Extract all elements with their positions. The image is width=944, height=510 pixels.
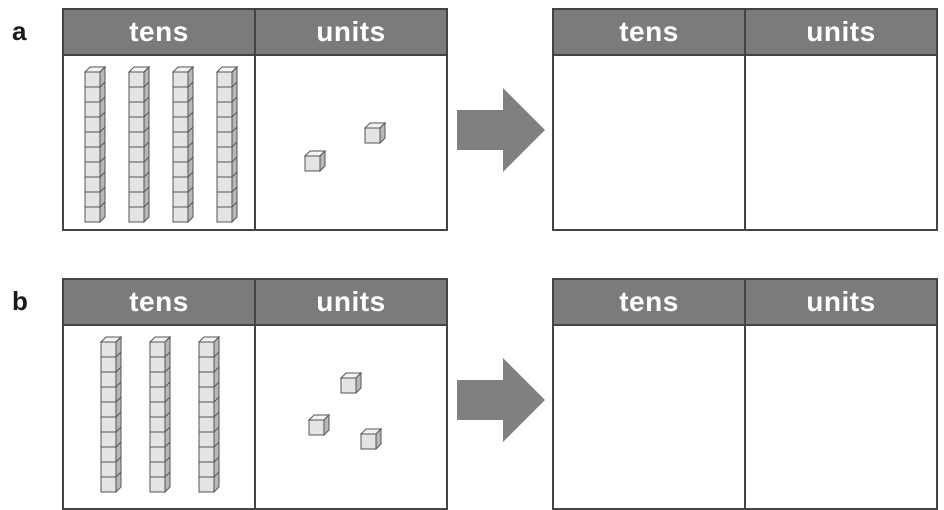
problem-label-a: a bbox=[12, 16, 27, 46]
tens-rod bbox=[84, 66, 106, 223]
unit-cube bbox=[360, 428, 382, 450]
tens-cell bbox=[64, 56, 254, 229]
table-header: tens units bbox=[554, 280, 936, 326]
tens-header: tens bbox=[129, 16, 189, 47]
tens-rod bbox=[100, 336, 122, 493]
table-header: tens units bbox=[64, 10, 446, 56]
unit-cube bbox=[340, 372, 362, 394]
problem-b-right-table: tens units bbox=[552, 278, 938, 510]
units-answer-cell[interactable] bbox=[744, 56, 936, 229]
tens-header: tens bbox=[619, 16, 679, 47]
tens-header: tens bbox=[619, 286, 679, 317]
unit-cube bbox=[308, 414, 330, 436]
problem-label-b: b bbox=[12, 286, 28, 316]
units-header: units bbox=[744, 280, 936, 324]
tens-answer-cell[interactable] bbox=[554, 56, 744, 229]
unit-cube bbox=[364, 122, 386, 144]
problem-b-left-table: tens units bbox=[62, 278, 448, 510]
tens-rod bbox=[216, 66, 238, 223]
units-cell bbox=[254, 326, 446, 508]
tens-header: tens bbox=[129, 286, 189, 317]
tens-cell bbox=[64, 326, 254, 508]
problem-a-left-table: tens units bbox=[62, 8, 448, 231]
tens-answer-cell[interactable] bbox=[554, 326, 744, 508]
units-header: units bbox=[744, 10, 936, 54]
unit-cube bbox=[304, 150, 326, 172]
table-header: tens units bbox=[554, 10, 936, 56]
tens-rod bbox=[128, 66, 150, 223]
arrow-icon bbox=[457, 88, 545, 172]
tens-rod bbox=[149, 336, 171, 493]
table-header: tens units bbox=[64, 280, 446, 326]
units-cell bbox=[254, 56, 446, 229]
units-header: units bbox=[254, 280, 446, 324]
tens-rod bbox=[198, 336, 220, 493]
problem-a-right-table: tens units bbox=[552, 8, 938, 231]
units-answer-cell[interactable] bbox=[744, 326, 936, 508]
arrow-icon bbox=[457, 358, 545, 442]
units-header: units bbox=[254, 10, 446, 54]
tens-rod bbox=[172, 66, 194, 223]
